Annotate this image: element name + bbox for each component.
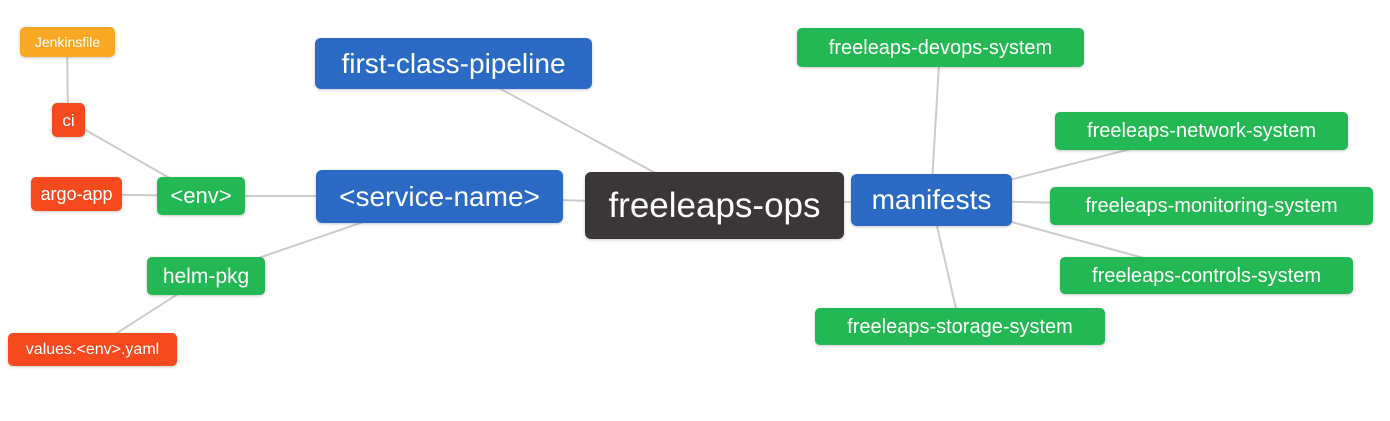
node-first-class-pipeline[interactable]: first-class-pipeline bbox=[315, 38, 592, 89]
node-service-name[interactable]: <service-name> bbox=[316, 170, 563, 223]
node-values-env-yaml[interactable]: values.<env>.yaml bbox=[8, 333, 177, 366]
node-helm-pkg[interactable]: helm-pkg bbox=[147, 257, 265, 295]
node-freeleaps-controls-system[interactable]: freeleaps-controls-system bbox=[1060, 257, 1353, 294]
node-freeleaps-devops-system[interactable]: freeleaps-devops-system bbox=[797, 28, 1084, 67]
node-freeleaps-storage-system[interactable]: freeleaps-storage-system bbox=[815, 308, 1105, 345]
node-freeleaps-ops-root[interactable]: freeleaps-ops bbox=[585, 172, 844, 239]
node-argo-app[interactable]: argo-app bbox=[31, 177, 122, 211]
node-env[interactable]: <env> bbox=[157, 177, 245, 215]
node-ci[interactable]: ci bbox=[52, 103, 85, 137]
node-freeleaps-network-system[interactable]: freeleaps-network-system bbox=[1055, 112, 1348, 150]
node-freeleaps-monitoring-system[interactable]: freeleaps-monitoring-system bbox=[1050, 187, 1373, 225]
node-jenkinsfile[interactable]: Jenkinsfile bbox=[20, 27, 115, 57]
node-manifests[interactable]: manifests bbox=[851, 174, 1012, 226]
